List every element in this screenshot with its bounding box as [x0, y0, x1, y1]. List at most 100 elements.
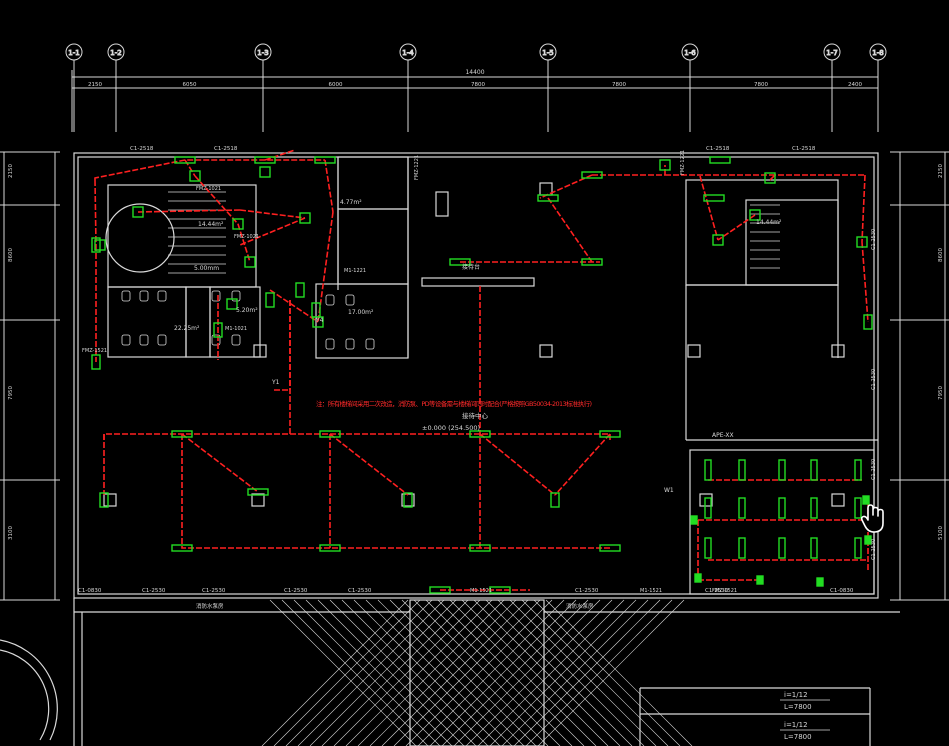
lobby-label: 接待中心 — [462, 411, 489, 420]
hatch-line — [525, 599, 673, 746]
toilet-fixture — [211, 290, 221, 302]
light-fixture-square — [764, 172, 776, 184]
light-fixture — [254, 156, 276, 164]
room-area-label: 5.20m² — [236, 307, 258, 314]
toilet-fixture — [231, 290, 241, 302]
window-label: C1-2518 — [214, 146, 238, 152]
light-fixture — [171, 544, 193, 552]
hatch-line — [441, 599, 589, 746]
door-label: FMZ-1221 — [414, 155, 420, 180]
server-room-fixture — [854, 537, 862, 559]
door-label: M1-1021 — [225, 326, 247, 332]
hatch-line — [477, 599, 625, 746]
total-dimension: 14400 — [465, 69, 484, 76]
hatch-line — [309, 599, 457, 746]
server-room-fixture — [704, 459, 712, 481]
server-room-fixture — [704, 497, 712, 519]
axis-label: 1-3 — [257, 49, 268, 57]
light-fixture — [171, 430, 193, 438]
hatch-line — [509, 599, 657, 746]
light-fixture-square — [749, 209, 761, 221]
left-dimension-chain — [0, 151, 60, 601]
hatch-line — [465, 599, 613, 746]
hatch-line — [357, 599, 505, 746]
span-dimension: 2400 — [848, 82, 862, 88]
hatch-line — [489, 599, 637, 746]
server-room-fixture — [738, 459, 746, 481]
light-fixture — [319, 544, 341, 552]
window-label: C1-0830 — [78, 588, 102, 594]
hatch-line — [377, 599, 525, 746]
window-label: C1-2530 — [142, 588, 166, 594]
window-label: C1-0830 — [830, 588, 854, 594]
span-dimension: 7800 — [471, 82, 485, 88]
right-dimension: 2150 — [938, 164, 944, 178]
device — [756, 575, 764, 585]
hatch-line — [417, 599, 565, 746]
door-label: FMZ-1521 — [712, 588, 737, 594]
right-dimension: 5100 — [938, 526, 944, 540]
axis-label: 1-5 — [542, 49, 553, 57]
server-room-fixture — [810, 497, 818, 519]
hatch-line — [381, 599, 529, 746]
toilet-fixture — [121, 334, 131, 346]
window-label: C1-2530 — [871, 459, 877, 480]
room-area-label: 22.25m² — [174, 325, 200, 332]
light-fixture — [709, 156, 731, 164]
span-dimension: 7800 — [754, 82, 768, 88]
axis-label: 1-6 — [684, 49, 696, 57]
server-room-fixture — [738, 537, 746, 559]
server-room-fixture — [854, 497, 862, 519]
door-label: FMZ-1521 — [82, 348, 107, 354]
room-label: 消防水泵房 — [196, 602, 224, 610]
light-fixture — [91, 237, 101, 253]
axis-label: 1-2 — [110, 49, 121, 57]
span-dimension: 7800 — [612, 82, 626, 88]
hatch-line — [321, 599, 469, 746]
hatch-line — [293, 599, 441, 746]
server-room-fixture — [778, 497, 786, 519]
hatch-line — [305, 599, 453, 746]
light-fixture — [581, 171, 603, 179]
toilet-fixture — [325, 338, 335, 350]
toilet-fixture — [231, 334, 241, 346]
light-fixture — [581, 258, 603, 266]
window-label: C1-2530 — [871, 369, 877, 390]
toilet-fixture — [365, 338, 375, 350]
elevation-label: ±0.000 (254.500) — [422, 424, 480, 432]
panel-label: APE-XX — [712, 432, 734, 439]
server-room-fixture — [778, 459, 786, 481]
window-label: C1-2518 — [130, 146, 154, 152]
server-room-fixture — [704, 537, 712, 559]
axis-label: 1-7 — [826, 49, 837, 57]
light-fixture — [174, 156, 196, 164]
hatch-line — [365, 599, 513, 746]
axis-label: 1-8 — [872, 49, 883, 57]
toilet-fixture — [211, 334, 221, 346]
hatch-line — [297, 599, 445, 746]
window-label: C1-2530 — [575, 588, 599, 594]
light-fixture — [295, 282, 305, 298]
hatch-line — [521, 599, 669, 746]
hatch-line — [341, 599, 489, 746]
span-dimension: 2150 — [88, 82, 102, 88]
device — [864, 535, 872, 545]
window-label: C1-2530 — [871, 539, 877, 560]
light-fixture — [247, 488, 269, 496]
right-stair-treads — [750, 204, 780, 269]
left-stair-treads — [168, 191, 226, 274]
hatch-line — [393, 599, 541, 746]
window-label: C1-2530 — [705, 588, 729, 594]
hatch-line — [497, 599, 645, 746]
hatch-line — [317, 599, 465, 746]
light-fixture-square — [312, 316, 324, 328]
light-fixture — [537, 194, 559, 202]
window-label: C1-2518 — [706, 146, 730, 152]
hatch-line — [285, 599, 433, 746]
light-fixture — [99, 492, 109, 508]
light-fixture — [449, 258, 471, 266]
light-fixtures — [91, 156, 873, 594]
light-fixture-square — [94, 239, 106, 251]
light-fixture-square — [132, 206, 144, 218]
slope-label: i=1/12 — [784, 721, 808, 729]
